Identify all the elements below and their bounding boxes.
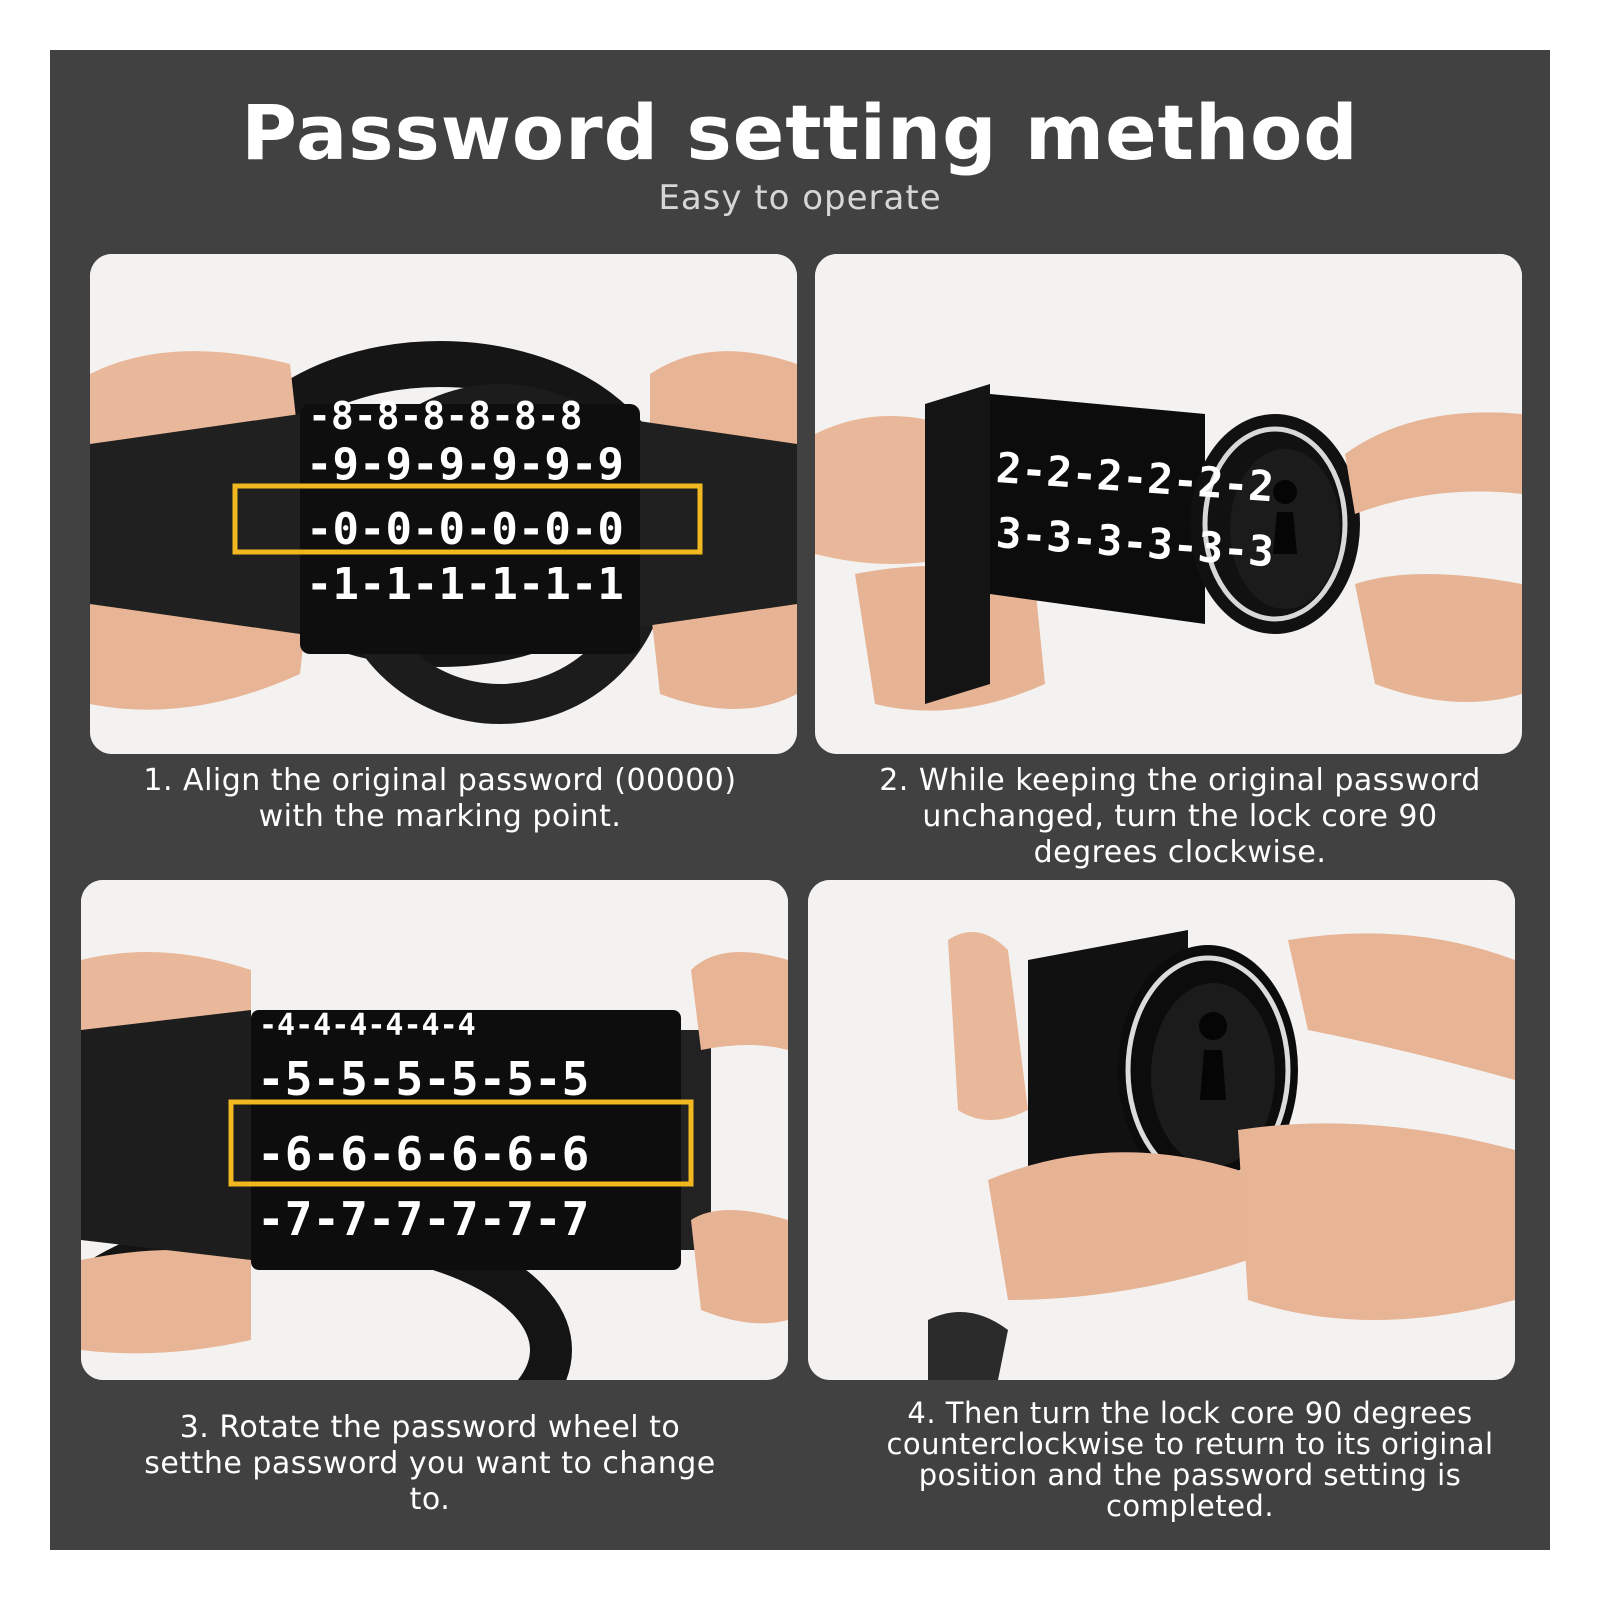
svg-text:-9-9-9-9-9-9: -9-9-9-9-9-9 (306, 439, 624, 490)
svg-text:-7-7-7-7-7-7: -7-7-7-7-7-7 (257, 1192, 589, 1246)
svg-text:-5-5-5-5-5-5: -5-5-5-5-5-5 (257, 1052, 589, 1106)
page-subtitle: Easy to operate (658, 178, 942, 218)
step-4-image (808, 880, 1515, 1380)
step-2-image: 2-2-2-2-2-2 3-3-3-3-3-3 (815, 254, 1522, 754)
svg-text:-4-4-4-4-4-4: -4-4-4-4-4-4 (259, 1008, 476, 1043)
step-1-caption: 1. Align the original password (00000) w… (143, 763, 737, 834)
step-2-caption: 2. While keeping the original password u… (879, 763, 1481, 870)
svg-text:-0-0-0-0-0-0: -0-0-0-0-0-0 (306, 504, 624, 555)
return-core-illustration (808, 880, 1515, 1380)
step-3-image: -4-4-4-4-4-4 -5-5-5-5-5-5 -6-6-6-6-6-6 -… (81, 880, 788, 1380)
page-title: Password setting method (241, 88, 1359, 177)
step-1-image: -8-8-8-8-8-8 -9-9-9-9-9-9 -0-0-0-0-0-0 -… (90, 254, 797, 754)
lock-core-turn-illustration: 2-2-2-2-2-2 3-3-3-3-3-3 (815, 254, 1522, 754)
step-3-caption: 3. Rotate the password wheel to setthe p… (144, 1410, 716, 1517)
lock-aligned-illustration: -8-8-8-8-8-8 -9-9-9-9-9-9 -0-0-0-0-0-0 -… (90, 254, 797, 754)
svg-text:-6-6-6-6-6-6: -6-6-6-6-6-6 (257, 1127, 589, 1181)
step-4-caption: 4. Then turn the lock core 90 degrees co… (886, 1396, 1494, 1523)
svg-text:-8-8-8-8-8-8: -8-8-8-8-8-8 (308, 394, 583, 438)
set-new-password-illustration: -4-4-4-4-4-4 -5-5-5-5-5-5 -6-6-6-6-6-6 -… (81, 880, 788, 1380)
svg-text:-1-1-1-1-1-1: -1-1-1-1-1-1 (306, 559, 624, 610)
